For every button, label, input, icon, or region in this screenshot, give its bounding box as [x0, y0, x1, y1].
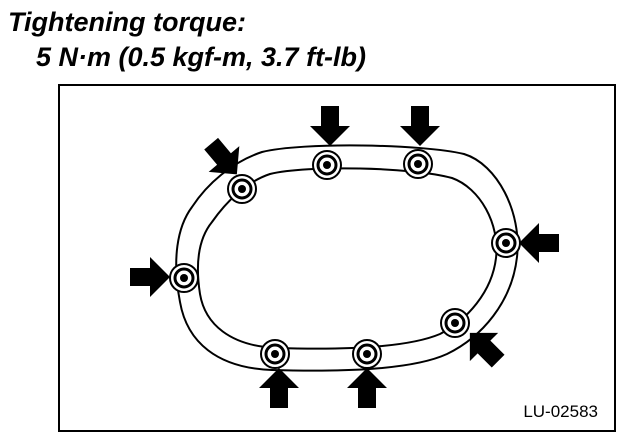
arrow-bolt-5 [130, 257, 170, 297]
gasket-inner-outline [197, 167, 498, 350]
bolt-1 [316, 154, 338, 176]
caption-torque-value: 5 N·m (0.5 kgf-m, 3.7 ft-lb) [36, 42, 367, 72]
bolt-tabs [169, 149, 521, 369]
oil-pan-gasket-diagram [130, 106, 559, 408]
bolt-arrows [130, 106, 559, 408]
bolt-8 [356, 343, 378, 365]
bolt-2 [407, 153, 429, 175]
bolt-4 [495, 232, 517, 254]
arrow-bolt-2 [400, 106, 440, 146]
gasket-outer-outline [175, 144, 519, 372]
bolt-5 [173, 267, 195, 289]
diagram-frame: LU-02583 [58, 84, 616, 432]
bolts [173, 153, 517, 365]
arrow-bolt-8 [347, 368, 387, 408]
arrow-bolt-4 [519, 223, 559, 263]
bolt-3 [231, 178, 253, 200]
arrow-bolt-1 [310, 106, 350, 146]
bolt-7 [264, 343, 286, 365]
caption-title: Tightening torque: [8, 7, 246, 37]
arrow-bolt-7 [259, 368, 299, 408]
bolt-6 [444, 312, 466, 334]
figure-id-label: LU-02583 [523, 402, 598, 421]
